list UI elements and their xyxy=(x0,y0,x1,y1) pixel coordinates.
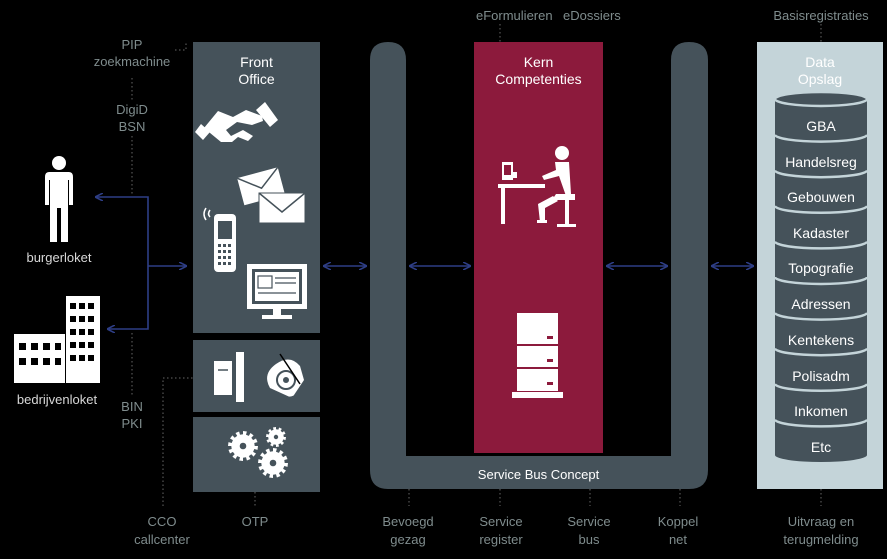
handshake-icon xyxy=(195,102,278,142)
label-terugmelding: terugmelding xyxy=(783,532,859,547)
label-gezag: gezag xyxy=(390,532,426,547)
label-bsn: BSN xyxy=(118,119,146,134)
db-item: Topografie xyxy=(788,260,854,276)
leader-lines xyxy=(131,24,822,506)
db-item: Kentekens xyxy=(787,332,855,348)
label-basisregistraties: Basisregistraties xyxy=(773,8,869,23)
database-cylinder xyxy=(773,90,869,462)
label-cco: CCO xyxy=(147,514,177,529)
kern-title-line2: Competenties xyxy=(495,71,582,87)
label-pip: PIP xyxy=(121,37,143,52)
front-office-title-line1: Front xyxy=(240,54,273,70)
gear-hole xyxy=(273,434,279,440)
database-disk-separator xyxy=(773,276,869,286)
label-otp: OTP xyxy=(241,514,269,529)
database-body xyxy=(775,99,867,462)
database-disk-separator xyxy=(773,205,869,215)
label-bin: BIN xyxy=(121,399,143,414)
database-disk-separator xyxy=(773,418,869,428)
database-disk-separator xyxy=(773,169,869,179)
db-item: Gebouwen xyxy=(787,189,855,205)
front-office-title-line2: Office xyxy=(238,71,275,87)
counter-icon xyxy=(214,352,244,402)
label-edossiers: eDossiers xyxy=(563,8,621,23)
gears-icon xyxy=(228,427,288,478)
kern-title-line1: Kern xyxy=(523,54,554,70)
database-disk-separator xyxy=(773,347,869,357)
mobile-phone-icon xyxy=(203,207,236,272)
building-icon xyxy=(14,296,100,383)
envelopes-icon xyxy=(236,166,306,224)
label-service-bus-1: Service xyxy=(567,514,611,529)
service-bus-shape xyxy=(370,42,708,489)
database-labels: GBA Handelsreg Gebouwen Kadaster Topogra… xyxy=(775,0,867,559)
db-item: Adressen xyxy=(791,296,851,312)
label-service-register-2: register xyxy=(479,532,523,547)
label-net: net xyxy=(668,532,688,547)
label-zoekmachine: zoekmachine xyxy=(93,54,171,69)
db-item: Handelsreg xyxy=(785,154,857,170)
gear-hole xyxy=(269,459,277,467)
database-disk-separator xyxy=(773,312,869,321)
label-pki: PKI xyxy=(121,416,143,431)
label-service-bus-2: bus xyxy=(578,532,600,547)
label-bevoegd: Bevoegd xyxy=(382,514,434,529)
computer-monitor-icon xyxy=(247,264,307,319)
otp-panel xyxy=(193,417,320,492)
data-opslag-title-line2: Opslag xyxy=(797,71,843,87)
label-bedrijvenloket: bedrijvenloket xyxy=(16,392,98,407)
gear-hole xyxy=(239,442,247,450)
data-opslag-title-line1: Data xyxy=(805,54,835,70)
headset-icon xyxy=(267,353,304,399)
office-worker-icon xyxy=(498,146,576,227)
service-bus-label: Service Bus Concept xyxy=(477,467,600,482)
label-callcenter: callcenter xyxy=(134,532,190,547)
database-disk-separator xyxy=(773,383,869,393)
db-item: Kadaster xyxy=(792,225,850,241)
label-service-register-1: Service xyxy=(479,514,523,529)
db-item: Etc xyxy=(810,439,832,455)
person-icon xyxy=(45,156,73,242)
label-koppel: Koppel xyxy=(657,514,699,529)
database-disk-separator xyxy=(773,240,869,250)
db-item: Inkomen xyxy=(794,403,848,419)
database-disk-separator xyxy=(773,90,869,108)
connector-arrows xyxy=(96,197,753,329)
label-digid: DigiD xyxy=(116,102,148,117)
server-icon xyxy=(512,313,563,398)
label-burgerloket: burgerloket xyxy=(26,250,92,265)
label-uitvraag: Uitvraag en xyxy=(787,514,855,529)
kern-competenties-panel xyxy=(474,42,603,453)
db-item: GBA xyxy=(806,118,836,134)
database-disk-separator xyxy=(773,134,869,143)
db-item: Polisadm xyxy=(792,368,850,384)
label-eformulieren: eFormulieren xyxy=(476,8,553,23)
